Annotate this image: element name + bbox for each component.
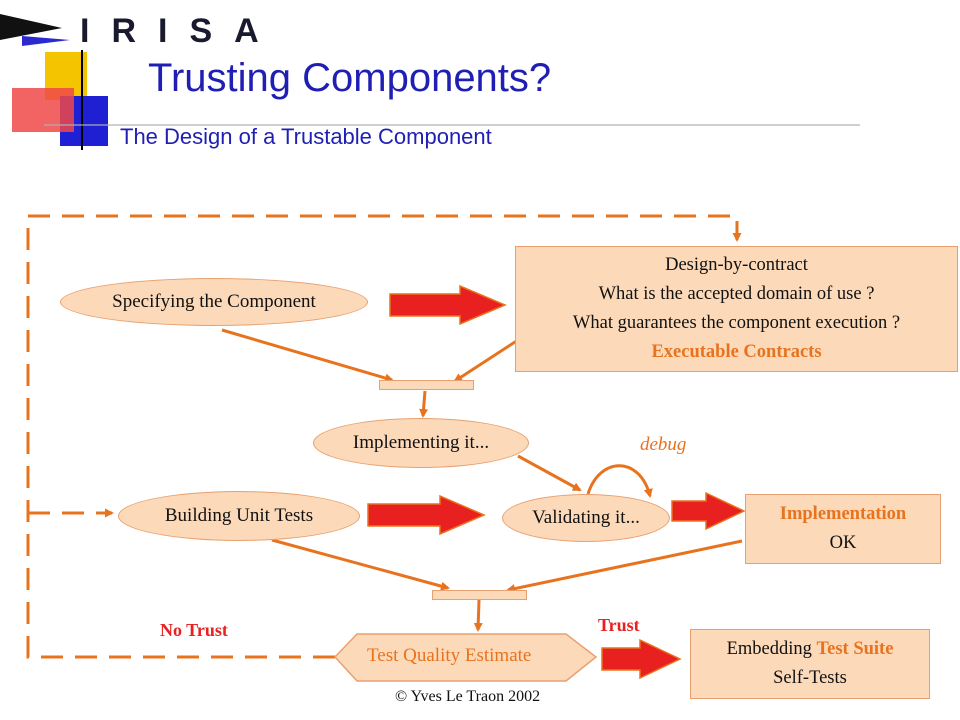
impl-ok-box: Implementation OK	[745, 494, 941, 564]
building-tests-to-join-arrow	[271, 538, 450, 591]
specifying-to-contract-big-arrow	[389, 284, 507, 326]
impl-ok-line-1: Implementation	[779, 504, 907, 524]
join-to-test-quality-arrow	[473, 599, 483, 632]
contract-line-4: Executable Contracts	[651, 342, 822, 362]
page-title: Trusting Components?	[148, 56, 552, 100]
join-bar-bottom	[432, 590, 527, 600]
no-trust-label: No Trust	[160, 620, 228, 640]
decorative-corner	[0, 14, 860, 150]
join-to-implementing-arrow	[419, 390, 429, 418]
node-building-tests-label: Building Unit Tests	[164, 505, 314, 526]
building-tests-to-validating-big-arrow	[367, 494, 486, 536]
impl-ok-line-2: OK	[829, 533, 857, 553]
contract-line-1: Design-by-contract	[665, 255, 808, 275]
node-validating: Validating it...	[502, 494, 670, 542]
node-validating-label: Validating it...	[532, 507, 640, 528]
contract-to-join-arrow	[453, 338, 519, 383]
node-building-tests: Building Unit Tests	[118, 491, 360, 541]
node-implementing: Implementing it...	[313, 418, 529, 468]
test-quality-hexagon	[333, 633, 598, 682]
join-bar-top	[379, 380, 474, 390]
implementing-to-validating-arrow	[517, 454, 582, 492]
node-specifying: Specifying the Component	[60, 278, 368, 326]
specifying-to-join-arrow	[221, 328, 394, 383]
embed-box: Embedding Test Suite Self-Tests	[690, 629, 930, 699]
node-specifying-label: Specifying the Component	[112, 291, 316, 312]
contract-line-3: What guarantees the component execution …	[572, 313, 901, 333]
embed-line-1: Embedding Test Suite	[727, 635, 894, 664]
logo-wordmark: IRISA	[80, 12, 281, 50]
node-implementing-label: Implementing it...	[352, 432, 490, 453]
contract-box: Design-by-contract What is the accepted …	[515, 246, 958, 372]
test-quality-to-embed-big-arrow	[601, 638, 682, 680]
embed-line-1-prefix: Embedding	[726, 639, 812, 659]
impl-ok-to-join-arrow	[506, 539, 743, 593]
page-subtitle: The Design of a Trustable Component	[120, 124, 492, 149]
node-test-quality-label: Test Quality Estimate	[367, 645, 532, 666]
debug-label: debug	[640, 434, 687, 455]
debug-loop-arrow	[586, 464, 653, 498]
trust-label: Trust	[598, 615, 640, 635]
contract-line-2: What is the accepted domain of use ?	[598, 284, 875, 304]
embed-line-1-accent: Test Suite	[816, 639, 894, 659]
embed-line-2: Self-Tests	[773, 668, 847, 688]
no-trust-loop-line	[26, 214, 742, 659]
validating-to-impl-ok-big-arrow	[671, 491, 746, 531]
logo-flag-icon	[0, 14, 62, 40]
logo-flag-blue-icon	[22, 36, 70, 46]
footer-copyright: © Yves Le Traon 2002	[395, 688, 541, 705]
